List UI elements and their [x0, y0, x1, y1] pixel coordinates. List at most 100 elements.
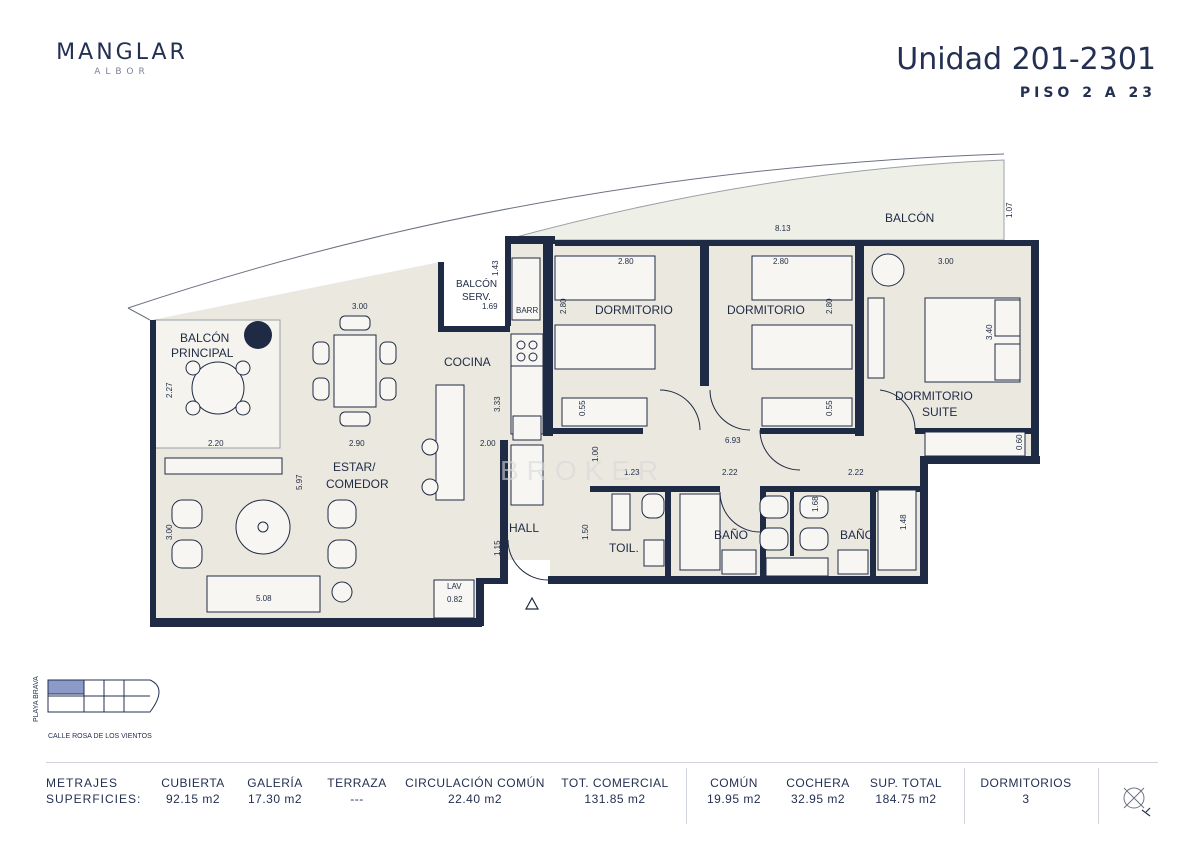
label-balcon-principal-2: PRINCIPAL: [171, 346, 234, 360]
dim-bp-h: 2.27: [165, 382, 174, 398]
dim-balcon-h: 1.07: [1005, 202, 1014, 218]
metric-terraza-value: ---: [350, 792, 364, 806]
metrics-title: METRAJES SUPERFICIES:: [46, 776, 141, 806]
dim-dorm1-w: 2.80: [618, 257, 634, 266]
metrics-title-2: SUPERFICIES:: [46, 792, 142, 806]
metric-tot-comercial-value: 131.85 m2: [584, 792, 646, 806]
dim-bano1-w: 2.22: [722, 468, 738, 477]
metric-cubierta: CUBIERTA 92.15 m2: [160, 776, 226, 806]
dim-balcon-w: 8.13: [775, 224, 791, 233]
label-dormitorio-2: DORMITORIO: [727, 303, 805, 317]
plant-icon: [244, 321, 272, 349]
dim-toil-w: 1.23: [624, 468, 640, 477]
metric-cubierta-label: CUBIERTA: [161, 776, 225, 790]
entrance-triangle-icon: [524, 596, 540, 610]
label-dormitorio-1: DORMITORIO: [595, 303, 673, 317]
metric-comun-label: COMÚN: [710, 776, 758, 790]
dim-dorm2-h: 2.80: [825, 298, 834, 314]
dim-bano2-h2: 1.48: [899, 514, 908, 530]
dim-kitchen-w: 2.00: [480, 439, 496, 448]
dim-bano2-w: 2.22: [848, 468, 864, 477]
metric-dormitorios-label: DORMITORIOS: [980, 776, 1072, 790]
brand-name: MANGLAR: [56, 40, 188, 65]
kitchen-counter: [510, 257, 544, 506]
dim-estar-side: 3.00: [165, 524, 174, 540]
walls: [150, 236, 1040, 627]
dimension-labels: 8.13 1.07 1.43 1.69 2.80 2.80 0.55 2.80 …: [165, 202, 1024, 604]
label-bano-1: BAÑO: [714, 528, 748, 542]
label-balcon-principal-1: BALCÓN: [180, 330, 229, 345]
dim-estar-bottom: 5.08: [256, 594, 272, 603]
label-cocina: COCINA: [444, 355, 491, 369]
metric-tot-comercial: TOT. COMERCIAL 131.85 m2: [560, 776, 670, 806]
footer-divider: [46, 762, 1158, 763]
dim-toil-h: 1.50: [581, 524, 590, 540]
metrics-separator-2: [964, 768, 965, 824]
label-bano-2: BAÑO: [840, 528, 874, 542]
label-balcon: BALCÓN: [885, 210, 934, 225]
dim-dorm2-closet: 0.55: [825, 400, 834, 416]
label-barr: BARR: [516, 306, 538, 315]
metric-galeria-value: 17.30 m2: [247, 792, 303, 806]
dim-serv-w: 1.69: [482, 302, 498, 311]
label-toil: TOIL.: [609, 541, 639, 555]
north-arrow-icon: [1123, 787, 1151, 817]
dim-suite-closet: 0.60: [1015, 434, 1024, 450]
metric-terraza-label: TERRAZA: [327, 776, 387, 790]
key-plan: [47, 679, 160, 713]
door-swings: [507, 389, 916, 581]
unit-floors: PISO 2 A 23: [1019, 85, 1156, 101]
metric-circulacion: CIRCULACIÓN COMÚN 22.40 m2: [402, 776, 548, 806]
metric-galeria: GALERÍA 17.30 m2: [242, 776, 308, 806]
watermark: BROKER: [500, 455, 666, 486]
metric-circulacion-value: 22.40 m2: [447, 792, 503, 806]
dim-estar-h: 5.97: [295, 474, 304, 490]
dim-dorm1-closet: 0.55: [578, 400, 587, 416]
metric-circulacion-label: CIRCULACIÓN COMÚN: [405, 776, 545, 790]
label-lav: LAV: [447, 582, 462, 591]
metric-cochera-value: 32.95 m2: [790, 792, 846, 806]
metric-sup-total: SUP. TOTAL 184.75 m2: [866, 776, 946, 806]
metric-cochera: COCHERA 32.95 m2: [782, 776, 854, 806]
floor-plan: BALCÓN BALCÓN SERV. BARR BALCÓN PRINCIPA…: [33, 153, 1040, 740]
dim-estar-top: 3.00: [352, 302, 368, 311]
metrics-separator-3: [1098, 768, 1099, 824]
metrics-title-1: METRAJES: [46, 776, 119, 790]
metrics-separator: [686, 768, 687, 824]
label-suite-2: SUITE: [922, 405, 957, 419]
dim-dorm2-w: 2.80: [773, 257, 789, 266]
unit-title: Unidad 201-2301: [896, 42, 1156, 77]
metric-terraza: TERRAZA ---: [324, 776, 390, 806]
dim-corridor: 6.93: [725, 436, 741, 445]
dim-corr-h: 1.00: [591, 446, 600, 462]
dim-serv-h: 1.43: [491, 260, 500, 276]
dim-hall-h: 1.15: [493, 540, 502, 556]
balcony-area: [504, 159, 1005, 241]
metric-dormitorios: DORMITORIOS 3: [976, 776, 1076, 806]
metric-dormitorios-value: 3: [1022, 792, 1030, 806]
metric-cochera-label: COCHERA: [786, 776, 850, 790]
metric-sup-total-label: SUP. TOTAL: [869, 776, 943, 790]
brand-logo: MANGLAR ALBOR: [52, 40, 192, 77]
dim-lav-w: 0.82: [447, 595, 463, 604]
dim-bp-w: 2.20: [208, 439, 224, 448]
label-balcon-serv-2: SERV.: [462, 292, 491, 303]
metric-comun-value: 19.95 m2: [706, 792, 762, 806]
dim-suite-h: 3.40: [985, 324, 994, 340]
bathroom-fixtures: [433, 489, 917, 619]
dim-estar-w: 2.90: [349, 439, 365, 448]
keyplan-street: CALLE ROSA DE LOS VIENTOS: [48, 733, 152, 740]
metric-cubierta-value: 92.15 m2: [165, 792, 221, 806]
metric-comun: COMÚN 19.95 m2: [698, 776, 770, 806]
metric-sup-total-value: 184.75 m2: [875, 792, 937, 806]
brand-sub: ALBOR: [94, 67, 150, 77]
label-estar-1: ESTAR/: [333, 460, 376, 474]
label-hall: HALL: [509, 521, 539, 535]
dim-dorm1-h: 2.80: [559, 298, 568, 314]
bedroom-furniture: [554, 253, 1026, 457]
label-suite-1: DORMITORIO: [895, 389, 973, 403]
metrics-bar: METRAJES SUPERFICIES: CUBIERTA 92.15 m2 …: [0, 768, 1200, 826]
facade-curve: [127, 153, 1005, 309]
metric-tot-comercial-label: TOT. COMERCIAL: [561, 776, 669, 790]
label-estar-2: COMEDOR: [326, 477, 389, 491]
